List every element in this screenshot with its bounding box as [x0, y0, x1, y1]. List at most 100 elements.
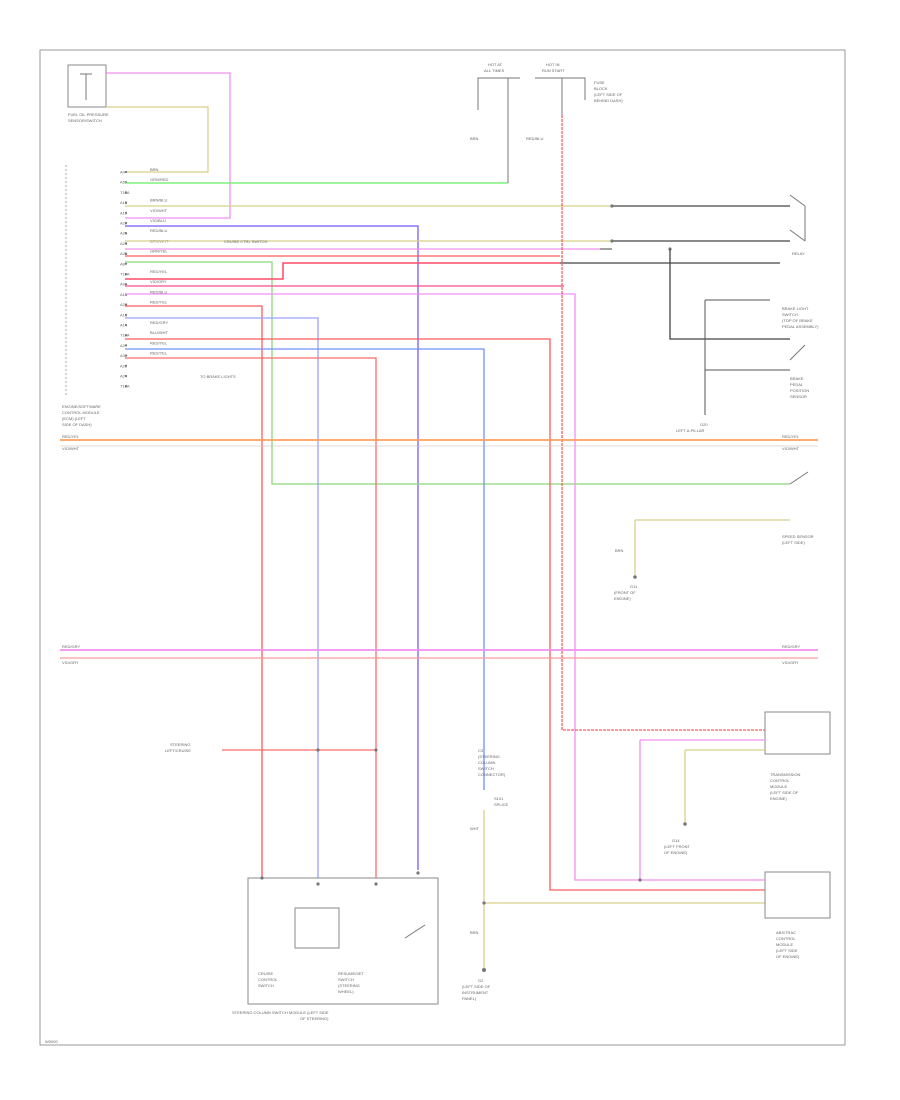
ecm-wire-color-label: VIO/WHT [150, 208, 168, 213]
bus-orange-right-b: VIO/WHT [782, 446, 800, 451]
ecm-pin-label: A8 [120, 261, 126, 266]
ecm-wire-color-label: VIO/BLU [150, 218, 166, 223]
junction-dot [374, 748, 378, 752]
ecm-pin-dot [124, 323, 128, 327]
ecm-pin-dot [124, 232, 128, 235]
ecm-pin-label: A4 [120, 170, 126, 175]
pin-dot [260, 876, 264, 880]
ecm-pin-label: A20 [120, 221, 128, 226]
pin-dot [416, 871, 420, 875]
ecm-label-2: CONTROL MODULE [62, 410, 100, 415]
relay-switch [789, 194, 806, 207]
ecm-pin-label: A27 [120, 302, 128, 307]
ecm-wire-color-label: RED/GRY [150, 320, 168, 325]
splice-2: (STEERING [478, 754, 500, 759]
ecm-wire-color-label: BRN [150, 167, 159, 172]
ecm-pin-dot [124, 262, 128, 265]
trans-1: TRANSMISSION [770, 772, 801, 777]
bottom-brn: BRN [470, 930, 479, 935]
bus-pink-right: RED/GRY [782, 644, 800, 649]
g2-2: (LEFT SIDE OF [462, 984, 491, 989]
ecm-wire-color-label: BLU/WHT [150, 330, 169, 335]
abs-4: (LEFT SIDE [776, 948, 798, 953]
fuse-a-label-2: ALL TIMES [484, 68, 505, 73]
wire-blue-2 [125, 348, 485, 790]
sensor-label-2: SENSOR/SWITCH [68, 118, 102, 123]
ecm-wire-color-label: VIO/GRY [150, 279, 167, 284]
steer-module-2: OF STEERING) [300, 1016, 329, 1021]
trans-4: (LEFT SIDE OF [770, 790, 799, 795]
bus-pink-right-b: VIO/GRY [782, 660, 799, 665]
fuse-bus-b [535, 77, 586, 100]
ecm-pin-dot [124, 211, 128, 214]
bus-pink-left: RED/GRY [62, 644, 80, 649]
bottom-wht: WHT [470, 826, 480, 831]
ecm-pin-dot [124, 313, 128, 316]
g14-3: OF ENGINE) [664, 850, 688, 855]
ecm-pin-dot [124, 334, 128, 337]
ecm-label-3: (ECM) (LEFT [62, 416, 86, 421]
wire-violet-1 [125, 225, 419, 870]
ecm-pin-dot [124, 170, 128, 174]
g2-1: G2 [478, 978, 484, 983]
speed-sensor-1: SPEED SENSOR [782, 534, 814, 539]
bus-pink-left-b: VIO/GRY [62, 660, 79, 665]
cruise-sw-2: CONTROL [258, 977, 278, 982]
splice-6: S101 [494, 796, 504, 801]
ecm-wire-color-label: GRN/RED [150, 177, 169, 182]
ecm-pin-dot [124, 374, 128, 378]
pin-dot [316, 882, 320, 886]
resume-sw-1: RESUME/SET [338, 971, 365, 976]
wire-red-4 [125, 305, 263, 878]
abs-module-box [764, 871, 831, 919]
fuse-block-3: (LEFT SIDE OF [594, 92, 623, 97]
junction-dot [316, 748, 320, 752]
ecm-pin-label: A19 [120, 210, 128, 215]
abs-1: ABS/TRAC [776, 930, 796, 935]
ecm-pin-label: A21 [120, 241, 128, 246]
abs-3: MODULE [776, 942, 793, 947]
ecm-pin-dot [124, 385, 128, 388]
ecm-extra-label: CRUISE CTRL SWITCH [224, 239, 268, 244]
g2-4: PANEL) [462, 996, 477, 1001]
ground-mid-1: G20 [700, 422, 708, 427]
ground-symbol [482, 968, 486, 972]
cruise-sw-3: SWITCH [258, 983, 274, 988]
ecm-wire-color-label: RED/BLU [150, 289, 167, 294]
wire-dark-5 [669, 249, 790, 340]
brake-sw2-2: PEDAL [790, 382, 804, 387]
g14-2: (LEFT FRONT [664, 844, 690, 849]
brake-sw2-4: SENSOR [790, 394, 807, 399]
ecm-pin-dot [124, 272, 128, 276]
ecm-pin-label: A28 [120, 251, 128, 256]
ecm-wire-color-label: RED/YEL [150, 269, 168, 274]
ground-symbol [683, 822, 687, 826]
fuse-wire-label-b: RED/BLU [526, 136, 543, 141]
trans-3: MODULE [770, 784, 787, 789]
cruise-switch-inner [294, 907, 340, 949]
wire-red-2 [125, 262, 560, 280]
module-switch-symbol [404, 924, 426, 939]
ecm-pin-label: A22 [120, 363, 128, 368]
ecm-pin-label: A5 [120, 180, 126, 185]
ecm-pin-label: A26 [120, 231, 128, 236]
cruise-sw-1: CRUISE [258, 971, 273, 976]
ecm-label-1: ENGINE/SOFTWARE [62, 404, 101, 409]
ecm-pin-label: A2 [120, 343, 126, 348]
ecm-pin-label: A24 [120, 374, 128, 379]
to-brake-label: TO BRAKE LIGHTS [200, 374, 236, 379]
ecm-pin-dot [124, 303, 128, 306]
ecm-wire-color-label: RED/BLU [150, 228, 167, 233]
brake-sw2-3: POSITION [790, 388, 809, 393]
g14-1: G14 [672, 838, 680, 843]
wire-red-5 [125, 338, 765, 891]
wire-pink-sensor [106, 72, 231, 219]
steer-left-2: LEFT/CRUISE [165, 748, 191, 753]
splice-1: C3 [478, 748, 484, 753]
resume-sw-2: SWITCH [338, 977, 354, 982]
ecm-pin-label: A18 [120, 200, 128, 205]
fuse-block-4: BEHIND DASH) [594, 98, 623, 103]
relay-switch [789, 229, 806, 242]
